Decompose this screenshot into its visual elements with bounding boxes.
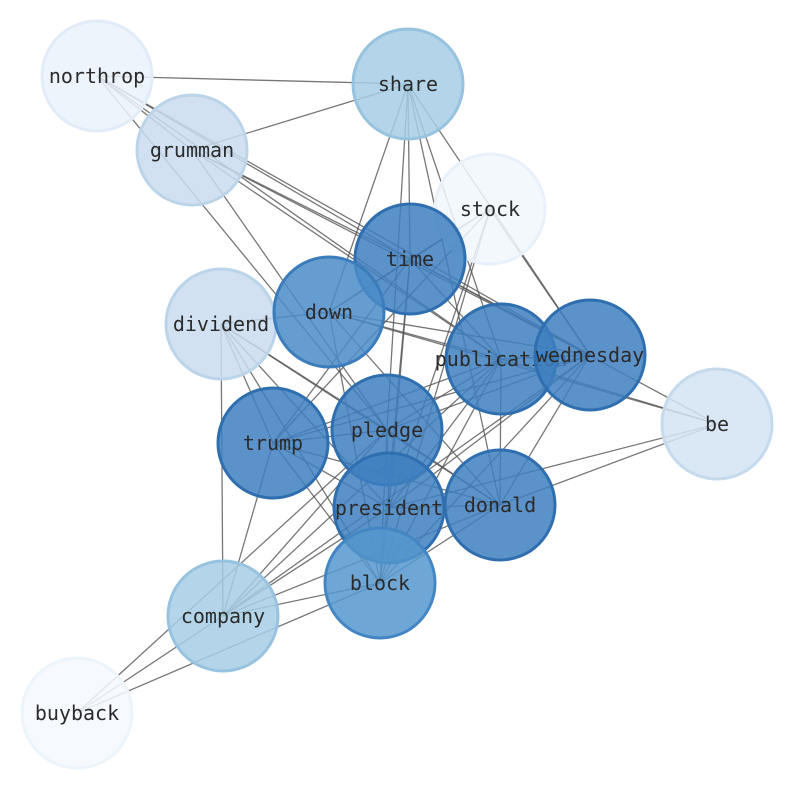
node-label-pledge: pledge [351, 418, 423, 442]
node-label-wednesday: wednesday [536, 343, 644, 367]
node-circle-buyback [20, 656, 134, 770]
node-circle-share [351, 27, 465, 141]
node-circle-wednesday [533, 298, 647, 412]
node-circle-block [323, 526, 437, 640]
node-be: be [660, 367, 774, 481]
node-dividend: dividend [164, 267, 278, 381]
edge-grumman-publication [191, 149, 502, 360]
node-company: company [166, 559, 280, 673]
node-label-trump: trump [243, 431, 303, 455]
node-share: share [351, 27, 465, 141]
node-label-president: president [335, 496, 443, 520]
node-stock: stock [433, 152, 547, 266]
node-layer: northrop share grumman stock time dividend dow… [20, 19, 774, 770]
node-circle-time [353, 202, 467, 316]
node-circle-donald [443, 448, 557, 562]
node-down: down [272, 255, 386, 369]
node-label-stock: stock [460, 197, 520, 221]
node-trump: trump [216, 386, 330, 500]
node-time: time [353, 202, 467, 316]
node-circle-company [166, 559, 280, 673]
node-circle-northrop [40, 19, 154, 133]
node-label-donald: donald [464, 493, 536, 517]
node-label-be: be [705, 412, 729, 436]
node-label-down: down [305, 300, 353, 324]
node-label-time: time [386, 247, 434, 271]
node-label-block: block [350, 571, 410, 595]
node-circle-be [660, 367, 774, 481]
node-circle-trump [216, 386, 330, 500]
node-circle-grumman [135, 93, 249, 207]
node-grumman: grumman [135, 93, 249, 207]
node-donald: donald [443, 448, 557, 562]
node-buyback: buyback [20, 656, 134, 770]
node-label-buyback: buyback [35, 701, 119, 725]
node-label-dividend: dividend [173, 312, 269, 336]
node-wednesday: wednesday [533, 298, 647, 412]
node-label-northrop: northrop [49, 64, 145, 88]
node-block: block [323, 526, 437, 640]
node-pledge: pledge [330, 373, 444, 487]
node-label-share: share [378, 72, 438, 96]
node-label-grumman: grumman [150, 138, 234, 162]
node-label-company: company [181, 604, 265, 628]
node-circle-down [272, 255, 386, 369]
node-northrop: northrop [40, 19, 154, 133]
